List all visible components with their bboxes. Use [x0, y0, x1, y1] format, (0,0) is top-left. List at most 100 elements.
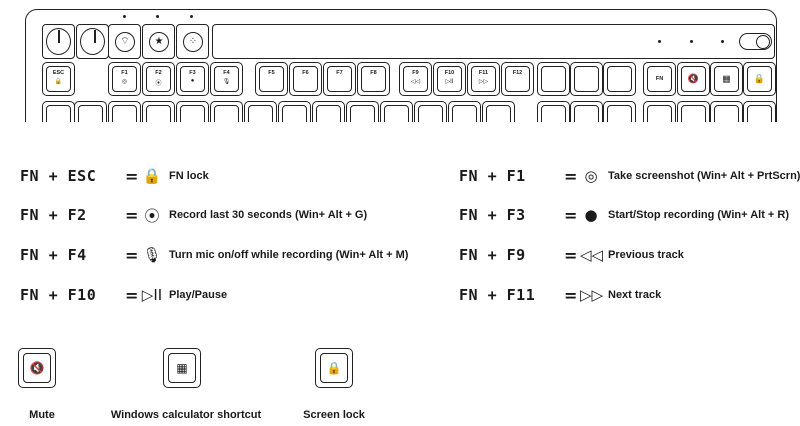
power-toggle	[739, 33, 772, 50]
shortcut-combo: FN + F10	[20, 286, 97, 304]
next-track-icon: ▷▷	[478, 79, 489, 85]
equals-sign: =	[125, 205, 139, 225]
calculator-icon: ▦	[722, 73, 731, 84]
key-label: F8	[370, 70, 377, 76]
key-blank	[108, 101, 141, 122]
key-fn: FN	[643, 62, 676, 96]
camera-icon: ◎	[121, 79, 128, 85]
lock-fn-icon: 🔒	[54, 79, 63, 85]
equals-sign: =	[125, 285, 139, 305]
key-label: F1	[121, 70, 128, 76]
previous-track-icon: ◁◁	[580, 246, 604, 264]
key-label: ESC	[52, 70, 65, 76]
dots-icon: ⁘	[183, 32, 203, 52]
shortcut-description: FN lock	[169, 170, 209, 182]
key-f2: F2 ⦿	[142, 62, 175, 96]
shortcut-combo: FN + F1	[459, 167, 526, 185]
lock-key: 🔒	[315, 348, 353, 388]
volume-knob	[76, 24, 109, 59]
shortcut-combo: FN + F9	[459, 246, 526, 264]
key-f10: F10▷II	[433, 62, 466, 96]
key-f6: F6	[289, 62, 322, 96]
indicator-dot	[658, 40, 661, 43]
shortcut-combo: FN + ESC	[20, 167, 97, 185]
play-pause-icon: ▷II	[141, 286, 163, 304]
key-blank	[74, 101, 107, 122]
key-blank	[42, 101, 75, 122]
shortcut-combo: FN + F11	[459, 286, 536, 304]
key-label: F9	[412, 70, 419, 76]
key-mute: 🔇	[677, 62, 710, 96]
key-f11: F11 ▷▷	[467, 62, 500, 96]
key-blank	[210, 101, 243, 122]
mute-icon: 🔇	[29, 361, 45, 375]
shortcut-description: Next track	[608, 289, 662, 301]
key-f12: F12	[501, 62, 534, 96]
key-blank	[743, 101, 776, 122]
key-f7: F7	[323, 62, 356, 96]
lock-icon: 🔒	[326, 361, 342, 375]
key-f3: F3●	[176, 62, 209, 96]
key-blank	[448, 101, 481, 122]
key-label: F5	[268, 70, 275, 76]
wifi-icon: ⌔	[115, 32, 135, 52]
key-calculator: ▦	[710, 62, 743, 96]
equals-sign: =	[125, 245, 139, 265]
mute-key: 🔇	[18, 348, 56, 388]
key-label: FN	[655, 76, 664, 82]
shortcut-description: Start/Stop recording (Win+ Alt + R)	[608, 209, 790, 221]
shortcut-row: FN + F11 =▷▷ Next track	[459, 285, 661, 305]
key-label: F11	[478, 70, 489, 76]
key-lock: 🔒	[743, 62, 776, 96]
grid-mode-button: ⁘	[176, 24, 209, 59]
key-label: F10	[444, 70, 455, 76]
key-blank	[346, 101, 379, 122]
shortcut-row: FN + F9 =◁◁ Previous track	[459, 245, 684, 265]
key-blank	[710, 101, 743, 122]
key-label: F12	[512, 70, 523, 76]
record-dot-icon: ●	[584, 206, 598, 224]
key-label: F4	[223, 70, 230, 76]
display-bar	[212, 24, 775, 59]
star-icon: ★	[149, 32, 169, 52]
camera-icon: ◎	[584, 167, 598, 185]
key-blank	[414, 101, 447, 122]
equals-sign: =	[564, 245, 578, 265]
wifi-mode-button: ⌔	[108, 24, 141, 59]
key-blank	[482, 101, 515, 122]
key-f8: F8	[357, 62, 390, 96]
key-blank	[643, 101, 676, 122]
calculator-key: ▦	[163, 348, 201, 388]
shortcut-row: FN + F1=◎Take screenshot (Win+ Alt + Prt…	[459, 166, 800, 186]
equals-sign: =	[564, 285, 578, 305]
indicator-dot	[123, 15, 126, 18]
shortcut-description: Record last 30 seconds (Win+ Alt + G)	[169, 209, 368, 221]
key-f1: F1 ◎	[108, 62, 141, 96]
key-f9: F9◁◁	[399, 62, 432, 96]
volume-knob	[42, 24, 75, 59]
record-30s-icon: ⦿	[155, 81, 162, 87]
key-blank	[244, 101, 277, 122]
calculator-icon: ▦	[176, 361, 188, 375]
key-label: F6	[302, 70, 309, 76]
key-label: F2	[155, 70, 162, 76]
indicator-dot	[156, 15, 159, 18]
shortcut-description: Previous track	[608, 249, 684, 261]
shortcut-row: FN + F3=●Start/Stop recording (Win+ Alt …	[459, 205, 789, 225]
key-blank	[537, 101, 570, 122]
record-30s-icon: ⦿	[144, 206, 160, 225]
shortcut-row: FN + ESC=🔒FN lock	[20, 166, 209, 186]
indicator-dot	[190, 15, 193, 18]
mute-icon: 🔇	[687, 73, 700, 84]
shortcut-description: Play/Pause	[169, 289, 228, 301]
next-track-icon: ▷▷	[580, 286, 604, 304]
key-blank	[537, 62, 570, 96]
equals-sign: =	[125, 166, 139, 186]
shortcut-row: FN + F4=🎙Turn mic on/off while recording…	[20, 245, 408, 265]
shortcut-combo: FN + F3	[459, 206, 526, 224]
key-esc: ESC 🔒	[42, 62, 75, 96]
key-blank	[603, 62, 636, 96]
key-blank	[677, 101, 710, 122]
key-blank	[312, 101, 345, 122]
